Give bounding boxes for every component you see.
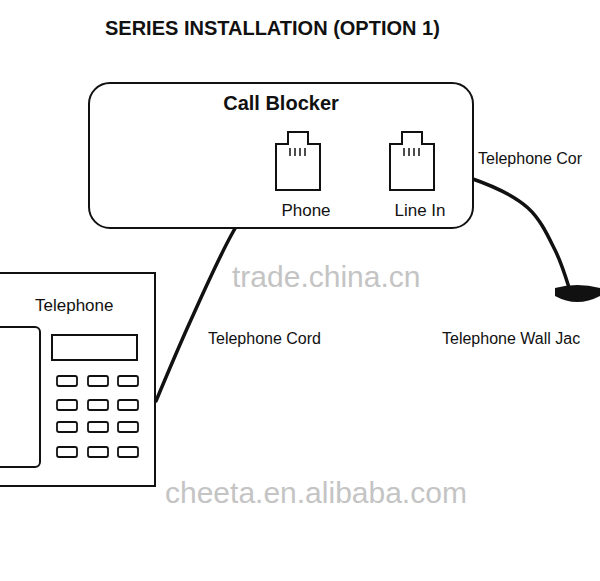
wall-jack: Telephone Wall Jac [442,280,600,355]
port-label: Phone [268,201,344,221]
jack-socket [388,130,436,192]
jack-socket [274,130,322,192]
diagram-title: SERIES INSTALLATION (OPTION 1) [105,17,440,40]
node-label: Telephone [35,296,113,316]
line-in-port: Line In [382,130,458,221]
port-label: Line In [382,201,458,221]
node-label: Telephone Wall Jac [442,330,580,348]
watermark: trade.china.cn [232,260,420,294]
watermark: cheeta.en.alibaba.com [165,476,467,510]
device-name: Call Blocker [90,92,472,115]
cord-label: Telephone Cor [478,150,582,168]
cord-label: Telephone Cord [208,330,321,348]
wall-jack-plate [555,284,600,304]
call-blocker-box: Call BlockerPhone Line In [88,82,474,229]
telephone: Telephone [0,272,156,487]
phone-port: Phone [268,130,344,221]
